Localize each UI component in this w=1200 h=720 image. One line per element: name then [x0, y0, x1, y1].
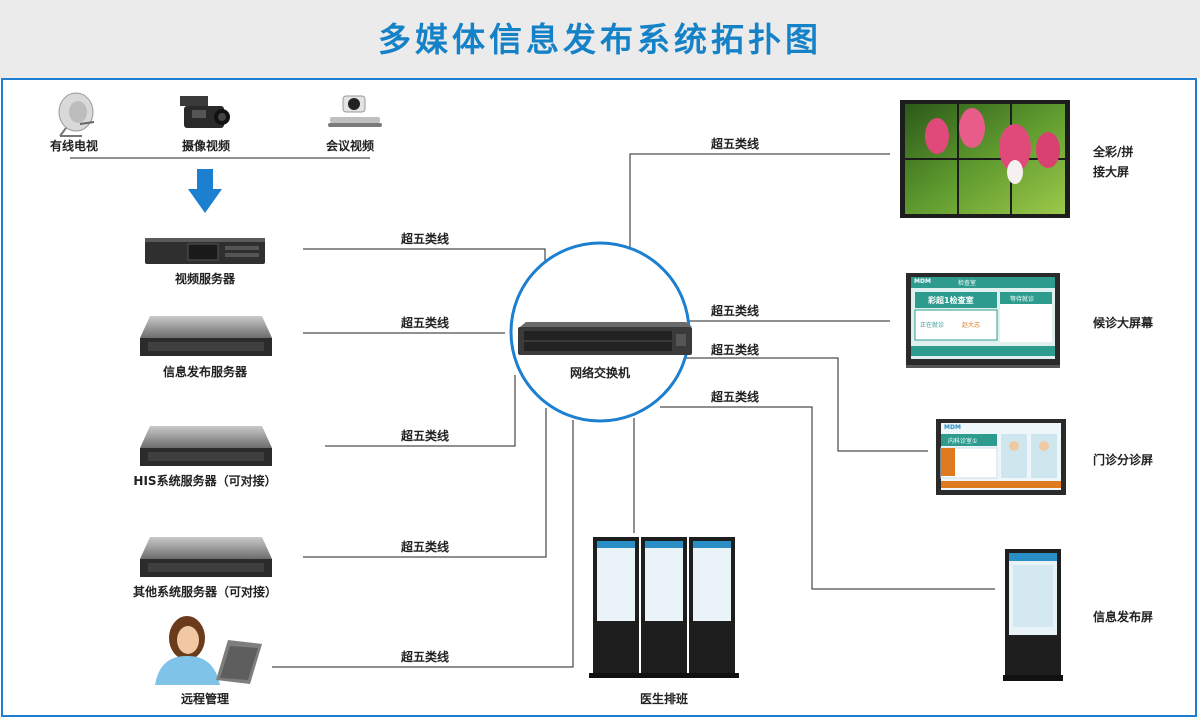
waiting-hall-screen	[906, 273, 1060, 368]
waiting-screen-side: 等待就诊	[1010, 296, 1035, 303]
diagram-frame	[1, 78, 1197, 717]
cable-label: 超五类线	[710, 137, 760, 151]
line-video-server	[303, 248, 546, 272]
cable-label: 超五类线	[400, 429, 450, 443]
down-arrow-icon	[188, 169, 222, 213]
line-other-server	[303, 408, 547, 558]
label-info-screen: 信息发布屏	[1093, 610, 1154, 624]
waiting-screen-header: 检查室	[958, 280, 977, 287]
label-tile-wall-line1: 全彩/拼	[1093, 145, 1134, 159]
cable-label: 超五类线	[400, 232, 450, 246]
page-title: 多媒体信息发布系统拓扑图	[378, 20, 822, 59]
triage-screen-room: 内科诊室①	[948, 438, 978, 445]
source-label-conference: 会议视频	[325, 139, 375, 153]
his-server-device	[140, 426, 272, 466]
line-triage	[668, 357, 928, 452]
label-triage: 门诊分诊屏	[1093, 453, 1154, 467]
waiting-screen-name: 赵大志	[962, 322, 981, 329]
line-his-server	[325, 375, 516, 447]
cable-label: 超五类线	[400, 650, 450, 664]
label-his-server: HIS系统服务器（可对接）	[133, 474, 277, 488]
network-switch-icon	[518, 322, 692, 355]
line-infoscreen	[660, 406, 995, 590]
info-kiosk-screen	[1003, 549, 1063, 681]
person-laptop-icon	[155, 616, 262, 685]
cable-label: 超五类线	[710, 390, 760, 404]
label-remote: 远程管理	[180, 692, 230, 706]
schedule-kiosks	[589, 537, 739, 678]
source-label-cable-tv: 有线电视	[49, 139, 99, 153]
info-server-device	[140, 316, 272, 356]
line-remote	[272, 420, 574, 668]
triage-screen	[936, 419, 1066, 495]
label-switch: 网络交换机	[569, 366, 631, 380]
satellite-dish-icon	[58, 92, 95, 137]
label-info-server: 信息发布服务器	[162, 365, 248, 379]
video-camera-icon	[180, 96, 230, 128]
source-label-camera: 摄像视频	[181, 139, 231, 153]
label-tile-wall-line2: 接大屏	[1093, 165, 1130, 179]
label-video-server: 视频服务器	[174, 272, 236, 286]
other-server-device	[140, 537, 272, 577]
waiting-screen-logo: MDM	[914, 278, 931, 285]
tile-wall-screen	[900, 100, 1070, 218]
waiting-screen-now: 正在就诊	[920, 322, 945, 329]
conference-camera-icon	[328, 95, 382, 127]
triage-screen-logo: MDM	[944, 424, 961, 431]
connection-lines	[272, 153, 995, 668]
cable-label: 超五类线	[400, 316, 450, 330]
line-bigscreen	[629, 153, 890, 255]
waiting-screen-room: 彩超1检查室	[928, 296, 974, 305]
label-doctor-schedule: 医生排班	[639, 692, 689, 706]
cable-label: 超五类线	[710, 343, 760, 357]
video-server-device	[145, 238, 265, 264]
cable-label: 超五类线	[710, 304, 760, 318]
cable-label: 超五类线	[400, 540, 450, 554]
label-waiting-hall: 候诊大屏幕	[1093, 316, 1154, 330]
title-bar	[0, 0, 1200, 78]
label-other-server: 其他系统服务器（可对接）	[132, 585, 278, 599]
